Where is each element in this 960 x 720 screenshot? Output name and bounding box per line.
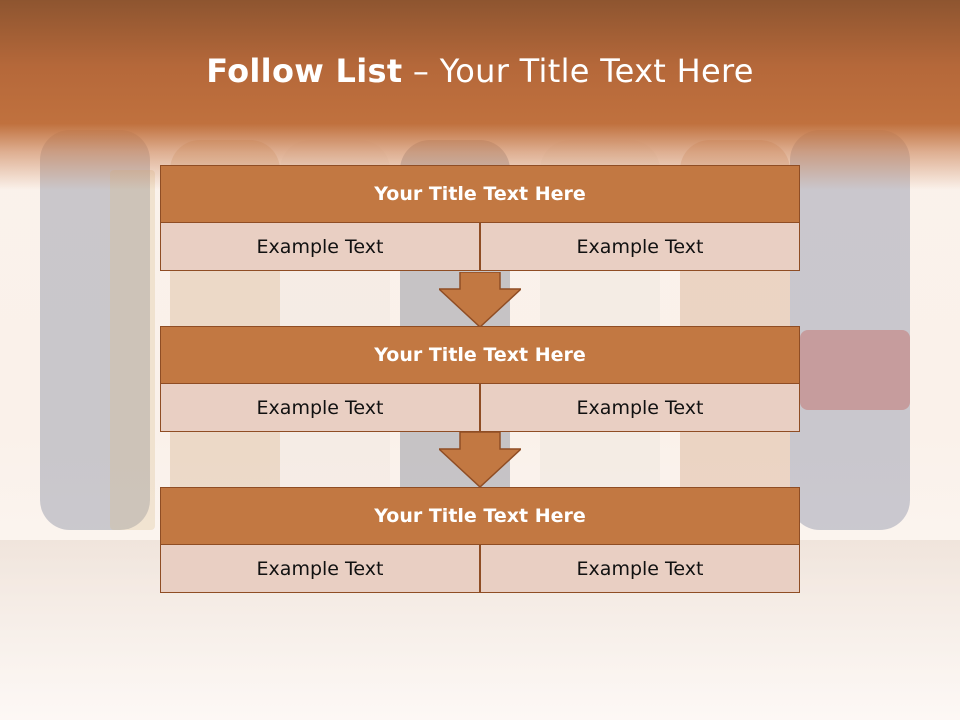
block-cell-left: Example Text: [160, 222, 480, 271]
slide-title: Follow List – Your Title Text Here: [0, 52, 960, 90]
block-cell-right: Example Text: [480, 544, 800, 593]
list-block-2: Your Title Text Here Example Text Exampl…: [160, 326, 800, 432]
worker-silhouette: [40, 130, 150, 530]
block-title: Your Title Text Here: [160, 487, 800, 545]
down-arrow-icon: [439, 272, 521, 328]
block-cell-left: Example Text: [160, 544, 480, 593]
list-block-1: Your Title Text Here Example Text Exampl…: [160, 165, 800, 271]
block-title: Your Title Text Here: [160, 326, 800, 384]
down-arrow-icon: [439, 432, 521, 488]
block-cell-left: Example Text: [160, 383, 480, 432]
slide-title-rest: – Your Title Text Here: [402, 52, 754, 90]
header-band: [0, 0, 960, 190]
tool-bag: [800, 330, 910, 410]
slide-title-bold: Follow List: [206, 52, 403, 90]
wood-plank: [110, 170, 155, 530]
block-cell-right: Example Text: [480, 222, 800, 271]
block-cell-right: Example Text: [480, 383, 800, 432]
worker-silhouette: [790, 130, 910, 530]
block-title: Your Title Text Here: [160, 165, 800, 223]
list-block-3: Your Title Text Here Example Text Exampl…: [160, 487, 800, 593]
